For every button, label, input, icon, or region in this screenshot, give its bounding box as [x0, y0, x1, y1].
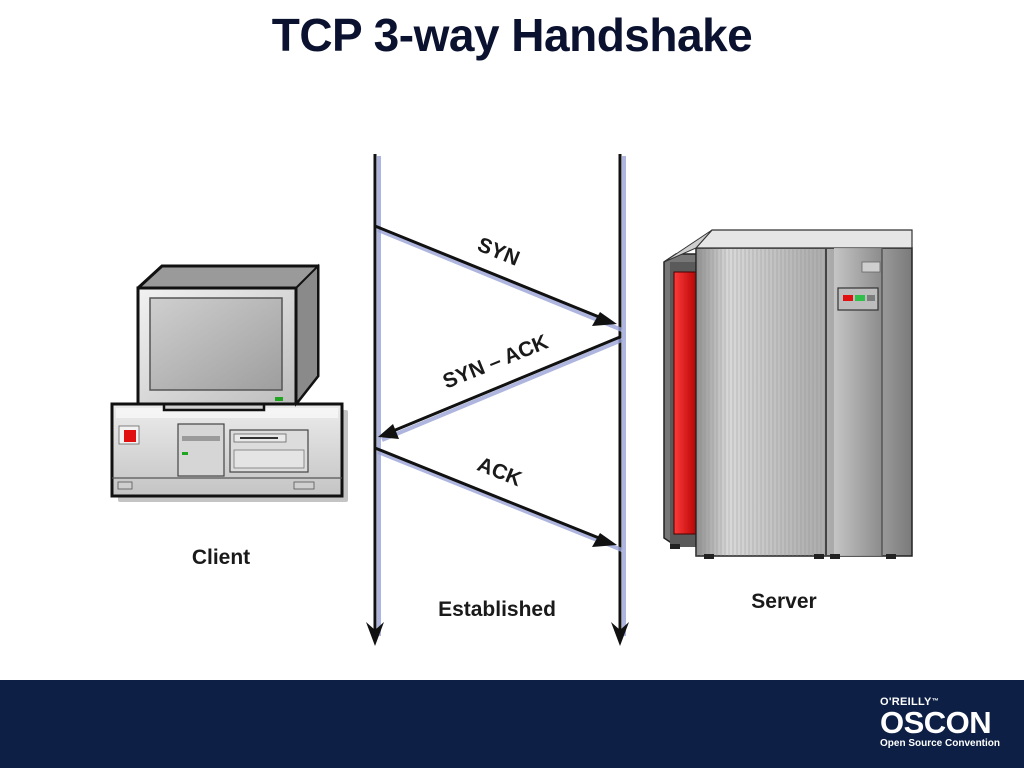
- server-timeline: [611, 154, 629, 646]
- syn-ack-label: SYN – ACK: [440, 330, 552, 393]
- syn-label: SYN: [474, 233, 523, 271]
- oscon-logo: O'REILLY™ OSCON Open Source Convention: [880, 696, 1000, 750]
- server-label: Server: [751, 590, 816, 613]
- client-computer-icon: [110, 263, 348, 502]
- footer-band: [0, 680, 1024, 768]
- syn-arrow: [374, 224, 623, 332]
- client-label: Client: [192, 546, 250, 569]
- established-label: Established: [438, 598, 556, 621]
- logo-name: OSCON: [880, 705, 992, 740]
- ack-arrow: [374, 446, 623, 552]
- ack-label: ACK: [474, 453, 525, 491]
- logo-publisher: O'REILLY™: [880, 696, 939, 708]
- handshake-diagram: SYN SYN – ACK ACK Client Established Ser…: [110, 154, 913, 646]
- syn-ack-arrow: [378, 335, 623, 442]
- server-rack-icon: [663, 229, 913, 559]
- logo-tagline: Open Source Convention: [880, 738, 1001, 749]
- slide-title: TCP 3-way Handshake: [271, 9, 753, 61]
- client-timeline: [366, 154, 384, 646]
